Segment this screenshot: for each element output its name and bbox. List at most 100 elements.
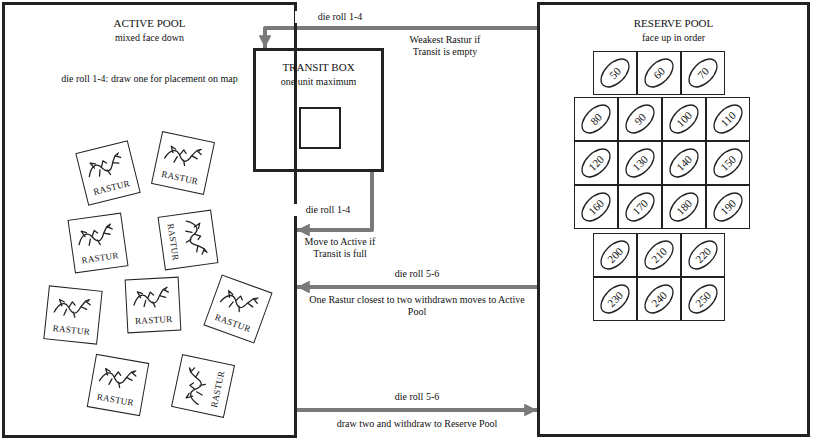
note-label: Move to Active if Transit is full <box>302 236 378 260</box>
rastur-counter: RASTUR <box>151 131 215 195</box>
counter-value: 110 <box>698 89 757 148</box>
rastur-illustration <box>183 219 207 256</box>
reserve-counter-cell: 50 <box>593 51 637 95</box>
counter-value: 100 <box>654 89 713 148</box>
edge-label: die roll 5-6 <box>372 268 462 280</box>
rastur-illustration <box>180 215 212 260</box>
rastur-counter: RASTUR <box>158 210 219 271</box>
reserve-counter-cell: 140 <box>662 141 706 185</box>
rastur-illustration <box>82 148 129 183</box>
counter-value: 50 <box>585 43 644 102</box>
reserve-counter-cell: 90 <box>618 97 662 141</box>
counter-name: RASTUR <box>45 323 98 337</box>
rastur-counter: RASTUR <box>75 140 140 205</box>
counter-value: 170 <box>610 177 669 236</box>
reserve-counter-cell: 210 <box>637 233 681 277</box>
reserve-counter-cell: 150 <box>706 141 750 185</box>
counter-value: 200 <box>585 225 644 284</box>
counter-value: 180 <box>654 177 713 236</box>
rastur-illustration <box>130 283 173 311</box>
rastur-counter: RASTUR <box>43 285 102 344</box>
edge-label: die roll 1-4 <box>295 11 385 23</box>
transit-box: TRANSIT BOX one unit maximum <box>253 48 384 172</box>
counter-value: 240 <box>629 269 688 328</box>
note-label: Weakest Rastur if Transit is empty <box>395 34 495 58</box>
reserve-counter-cell: 220 <box>681 233 725 277</box>
rastur-illustration <box>54 296 91 319</box>
box-heading: TRANSIT BOX <box>282 61 354 74</box>
flow-arrow <box>297 285 537 289</box>
empty-slot-square <box>300 108 340 148</box>
counter-name: RASTUR <box>153 168 206 188</box>
reserve-counter-cell: 80 <box>574 97 618 141</box>
counter-value: 210 <box>629 225 688 284</box>
rastur-counter: RASTUR <box>203 274 272 343</box>
rastur-illustration <box>182 367 208 405</box>
rastur-illustration <box>51 292 95 322</box>
edge-label: die roll 5-6 <box>372 391 462 403</box>
reserve-counter-cell: 120 <box>574 141 618 185</box>
counter-name: RASTUR <box>85 177 138 198</box>
flow-arrow <box>297 172 372 230</box>
note-label: One Rastur closest to two withdrawn move… <box>302 294 532 318</box>
counter-name: RASTUR <box>89 391 142 409</box>
rastur-illustration <box>178 362 212 408</box>
flow-arrow <box>297 408 537 412</box>
rastur-counter: RASTUR <box>171 354 235 418</box>
rastur-illustration <box>99 365 137 390</box>
reserve-pool-box: 506070 8090100110 120130140150 160170180190… <box>537 2 810 437</box>
reserve-counter-cell: 230 <box>593 277 637 321</box>
counter-value: 140 <box>654 133 713 192</box>
counter-value: 70 <box>673 43 732 102</box>
counter-value: 80 <box>566 89 625 148</box>
counter-value: 190 <box>698 177 757 236</box>
rastur-illustration <box>85 153 124 180</box>
box-note: die roll 1-4: draw one for placement on … <box>61 73 238 85</box>
reserve-counter-cell: 70 <box>681 51 725 95</box>
counter-value: 150 <box>698 133 757 192</box>
reserve-counter-cell: 110 <box>706 97 750 141</box>
counter-value: 230 <box>585 269 644 328</box>
counter-name: RASTUR <box>74 250 127 266</box>
box-heading: ACTIVE POOL <box>114 17 186 30</box>
counter-value: 120 <box>566 133 625 192</box>
rastur-counter: RASTUR <box>87 354 150 417</box>
counter-value: 220 <box>673 225 732 284</box>
rastur-illustration <box>164 142 202 168</box>
counter-name: RASTUR <box>165 216 181 269</box>
counter-name: RASTUR <box>128 315 180 327</box>
box-heading: RESERVE POOL <box>634 17 714 30</box>
reserve-counter-cell: 100 <box>662 97 706 141</box>
note-label: draw two and withdraw to Reserve Pool <box>299 418 535 430</box>
reserve-counter-cell: 200 <box>593 233 637 277</box>
rastur-illustration <box>160 138 206 172</box>
box-note: face up in order <box>642 32 705 44</box>
counter-value: 130 <box>610 133 669 192</box>
reserve-counter-cell: 240 <box>637 277 681 321</box>
counter-value: 160 <box>566 177 625 236</box>
rastur-illustration <box>95 360 141 393</box>
counter-name: RASTUR <box>207 310 259 336</box>
counter-value: 250 <box>673 269 732 328</box>
rastur-counter: RASTUR <box>125 277 182 334</box>
rastur-illustration <box>73 219 118 251</box>
rastur-illustration <box>219 287 258 317</box>
rastur-counter: RASTUR <box>68 213 129 274</box>
edge-layer <box>265 28 537 410</box>
reserve-counter-cell: 250 <box>681 277 725 321</box>
reserve-counter-cell: 190 <box>706 185 750 229</box>
reserve-counter-cell: 60 <box>637 51 681 95</box>
reserve-counter-cell: 170 <box>618 185 662 229</box>
rastur-illustration <box>133 287 169 308</box>
rastur-illustration <box>77 224 114 248</box>
counter-name: RASTUR <box>208 363 228 416</box>
reserve-counter-cell: 130 <box>618 141 662 185</box>
box-note: one unit maximum <box>281 76 357 88</box>
counter-value: 60 <box>629 43 688 102</box>
counter-value: 90 <box>610 89 669 148</box>
reserve-counter-cell: 160 <box>574 185 618 229</box>
edge-label: die roll 1-4 <box>293 204 363 216</box>
reserve-counter-cell: 180 <box>662 185 706 229</box>
box-note: mixed face down <box>115 32 184 44</box>
